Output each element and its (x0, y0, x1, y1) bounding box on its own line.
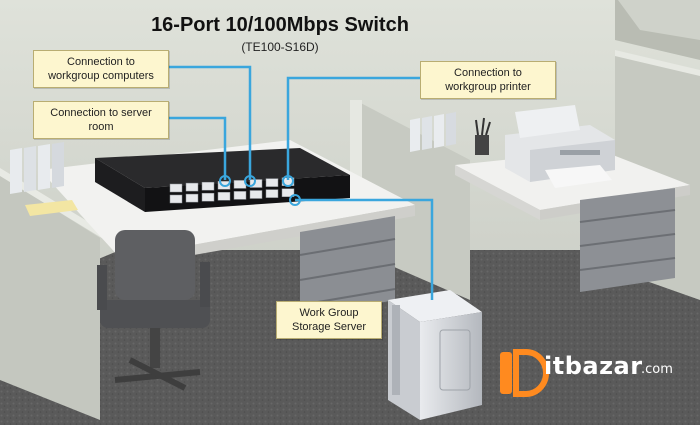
switch-port (185, 193, 199, 203)
switch-port (169, 194, 183, 204)
binders-left-desk (10, 142, 78, 216)
pen-cup (475, 117, 491, 155)
itbazar-logo-emblem (500, 349, 549, 397)
callout-workgroup-printer: Connection to workgroup printer (420, 61, 556, 99)
switch-port (281, 188, 295, 197)
line-workgroup-computers (168, 65, 252, 180)
port-highlights (219, 175, 301, 206)
model-number: (TE100-S16D) (241, 40, 319, 54)
switch-port (217, 192, 231, 201)
switch-port (249, 190, 263, 199)
upper-right-panel (618, 0, 700, 40)
office-chair (97, 230, 210, 391)
logo-tld: .com (641, 362, 673, 377)
right-desk-front (455, 165, 540, 220)
line-server-room (168, 116, 227, 180)
switch-port (233, 191, 247, 200)
left-partition (0, 175, 100, 420)
switch-port (185, 182, 199, 192)
switch-port (201, 192, 215, 202)
watermark-logo: itbazar .com (496, 348, 696, 408)
network-switch (95, 148, 350, 212)
line-storage-server (295, 198, 434, 300)
binders-right-desk (410, 112, 456, 152)
switch-port (265, 189, 279, 198)
callout-storage-server: Work Group Storage Server (276, 301, 382, 339)
right-partition-top (615, 50, 700, 76)
switch-port (265, 178, 279, 187)
callout-server-room: Connection to server room (33, 101, 169, 139)
diagram-title: 16-Port 10/100Mbps Switch (151, 14, 409, 36)
line-workgroup-printer (286, 76, 425, 180)
switch-port (169, 183, 183, 193)
connection-lines (168, 65, 434, 300)
logo-name: itbazar (544, 352, 643, 380)
callout-workgroup-computers: Connection to workgroup computers (33, 50, 169, 88)
switch-port (201, 181, 215, 191)
printer (505, 105, 615, 188)
storage-server-tower (388, 290, 482, 420)
switch-port (249, 179, 263, 188)
